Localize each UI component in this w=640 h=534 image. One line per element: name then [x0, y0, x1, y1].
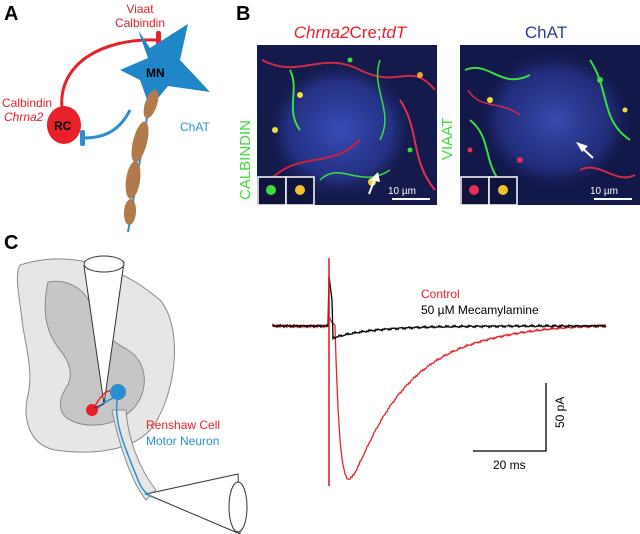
left-micrograph: [257, 45, 437, 205]
myelin-segment-1: [143, 89, 159, 119]
trace-label-control: Control: [421, 287, 460, 301]
legend-renshaw: Renshaw Cell: [146, 418, 220, 432]
renshaw-cell-soma: [47, 106, 81, 144]
ventral-root: [111, 409, 157, 501]
myelin-segment-4: [123, 199, 137, 225]
trace-mecamylamine-line: [272, 275, 607, 341]
mn-label: MN: [146, 66, 165, 80]
panel-a-letter: A: [4, 3, 18, 25]
label-calbindin-left: Calbindin: [2, 96, 52, 110]
legend-motor: Motor Neuron: [146, 434, 219, 448]
left-scalebar-label: 10 µm: [388, 186, 416, 197]
renshaw-cell-body: [86, 404, 98, 416]
label-chat: ChAT: [180, 120, 210, 134]
rc-axon-to-mn: [60, 38, 159, 109]
scale-x-label: 20 ms: [493, 458, 526, 472]
right-micrograph: [460, 45, 640, 205]
label-viaat: Viaat: [126, 2, 154, 16]
trace-scalebar: [473, 383, 547, 452]
mn-collateral-to-rc: [83, 109, 132, 140]
myelin-segment-2: [131, 121, 149, 163]
motor-axon: [115, 395, 153, 498]
left-image-title: Chrna2Cre;tdT: [294, 23, 408, 42]
panel-b: B Chrna2Cre;tdT ChAT CALBINDIN VIAAT: [236, 3, 640, 205]
left-side-label: CALBINDIN: [237, 120, 254, 200]
motor-neuron-soma: [120, 24, 210, 108]
trace-label-drug: 50 µM Mecamylamine: [421, 303, 539, 317]
label-chrna2: Chrna2: [4, 110, 44, 124]
ephys-traces: [272, 258, 607, 486]
motor-neuron-body: [110, 384, 126, 400]
panel-a: A MN RC Viaat Calbindin Calbindin Chrna2…: [2, 2, 210, 233]
stimulation-pipette-opening: [228, 481, 248, 533]
rc-label: RC: [54, 119, 72, 133]
label-calbindin-top: Calbindin: [115, 16, 165, 30]
panel-c-letter: C: [4, 232, 18, 254]
stimulation-pipette: [144, 473, 241, 534]
myelin-segment-3: [125, 161, 141, 199]
pipette-tip: [93, 403, 105, 409]
panel-b-letter: B: [236, 3, 250, 25]
panel-c: C Renshaw Cell Motor Neuron Control 50 µ…: [4, 232, 607, 534]
scale-y-label: 50 pA: [553, 397, 567, 428]
right-scalebar-label: 10 µm: [590, 186, 618, 197]
mn-synapse-terminal: [80, 130, 85, 146]
right-side-label: VIAAT: [439, 118, 456, 160]
right-image-title: ChAT: [525, 23, 567, 42]
recording-pipette-opening: [83, 255, 125, 273]
